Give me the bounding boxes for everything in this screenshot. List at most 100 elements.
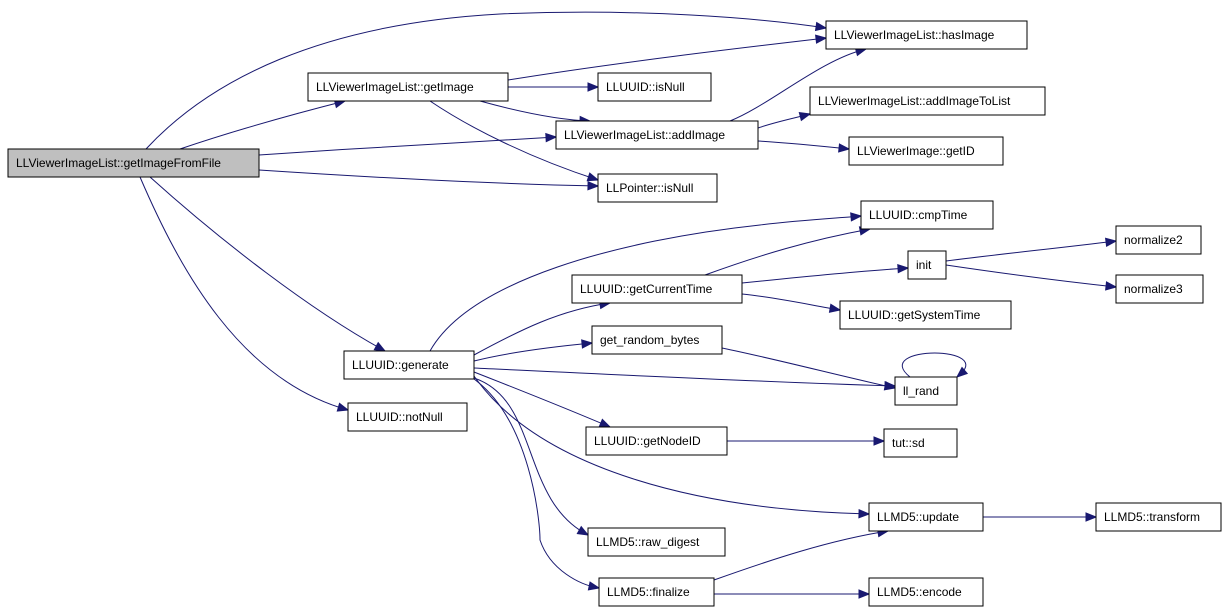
arrowhead-llrand-to-llrand xyxy=(955,366,969,378)
node-label-generate: LLUUID::generate xyxy=(352,358,449,372)
arrowhead-addimage-to-addimagetolist xyxy=(798,112,812,122)
node-box-get-node-id xyxy=(585,426,728,456)
node-raw-digest[interactable]: LLMD5::raw_digest xyxy=(587,527,726,557)
edge-generate-to-cmptime xyxy=(429,215,862,352)
node-box-has-image xyxy=(825,20,1028,50)
node-label-get-image: LLViewerImageList::getImage xyxy=(316,80,474,94)
edge-generate-to-llrand xyxy=(473,367,896,387)
edge-getimagefromfile-to-hasimage xyxy=(145,11,827,150)
node-label-get-image-from-file: LLViewerImageList::getImageFromFile xyxy=(16,156,221,170)
node-label-add-image: LLViewerImageList::addImage xyxy=(564,128,725,142)
node-layer: LLViewerImageList::getImageFromFile LLVie… xyxy=(7,20,1222,607)
node-box-normalize3 xyxy=(1115,274,1204,304)
node-transform[interactable]: LLMD5::transform xyxy=(1095,502,1222,532)
arrowhead-addimage-to-getid xyxy=(838,143,851,153)
node-label-normalize3: normalize3 xyxy=(1124,282,1183,296)
arrowhead-getimagefromfile-to-addimage xyxy=(545,132,558,143)
node-normalize3[interactable]: normalize3 xyxy=(1115,274,1204,304)
node-add-image-to-list[interactable]: LLViewerImageList::addImageToList xyxy=(809,86,1046,116)
edge-getimage-to-hasimage xyxy=(507,37,827,81)
node-init[interactable]: init xyxy=(907,250,947,280)
edge-getimage-to-ptrisnull xyxy=(429,100,599,181)
node-box-transform xyxy=(1095,502,1222,532)
edge-addimage-to-getid xyxy=(757,140,850,150)
node-label-not-null: LLUUID::notNull xyxy=(356,410,443,424)
arrowhead-generate-to-cmptime xyxy=(850,212,863,222)
node-label-get-current-time: LLUUID::getCurrentTime xyxy=(580,282,713,296)
node-get-id[interactable]: LLViewerImage::getID xyxy=(848,136,1004,166)
node-box-finalize xyxy=(598,577,715,607)
arrowhead-finalize-to-encode xyxy=(858,589,871,599)
node-not-null[interactable]: LLUUID::notNull xyxy=(347,402,468,432)
node-box-ll-rand xyxy=(894,376,958,406)
node-get-node-id[interactable]: LLUUID::getNodeID xyxy=(585,426,728,456)
edge-addimage-to-hasimage xyxy=(729,48,867,122)
node-has-image[interactable]: LLViewerImageList::hasImage xyxy=(825,20,1028,50)
arrowhead-init-to-normalize2 xyxy=(1104,237,1118,247)
node-label-update: LLMD5::update xyxy=(877,510,959,524)
node-box-init xyxy=(907,250,947,280)
node-label-ll-rand: ll_rand xyxy=(903,384,939,398)
node-ptr-is-null[interactable]: LLPointer::isNull xyxy=(597,173,718,203)
node-get-system-time[interactable]: LLUUID::getSystemTime xyxy=(839,300,1012,330)
node-encode[interactable]: LLMD5::encode xyxy=(868,577,984,607)
node-tut-sd[interactable]: tut::sd xyxy=(883,428,958,458)
node-is-null-uuid[interactable]: LLUUID::isNull xyxy=(597,72,712,102)
edge-getimagefromfile-to-notnull xyxy=(139,176,349,411)
node-box-ptr-is-null xyxy=(597,173,718,203)
node-update[interactable]: LLMD5::update xyxy=(868,502,984,532)
node-ll-rand[interactable]: ll_rand xyxy=(894,376,958,406)
edge-generate-to-rawdigest xyxy=(473,377,589,536)
node-finalize[interactable]: LLMD5::finalize xyxy=(598,577,715,607)
node-label-add-image-to-list: LLViewerImageList::addImageToList xyxy=(818,94,1011,108)
node-get-current-time[interactable]: LLUUID::getCurrentTime xyxy=(571,274,743,304)
node-label-finalize: LLMD5::finalize xyxy=(607,585,690,599)
edge-getimage-to-addimage xyxy=(479,100,591,122)
arrowhead-generate-to-rawdigest xyxy=(576,525,590,536)
edge-init-to-normalize2 xyxy=(945,240,1117,262)
arrowhead-getcurrenttime-to-init xyxy=(897,263,910,274)
arrowhead-generate-to-getnodeid xyxy=(598,418,612,428)
node-box-not-null xyxy=(347,402,468,432)
edge-layer xyxy=(139,11,1118,599)
arrowhead-generate-to-update xyxy=(858,508,871,519)
node-label-get-system-time: LLUUID::getSystemTime xyxy=(848,308,981,322)
node-cmp-time[interactable]: LLUUID::cmpTime xyxy=(860,200,994,230)
edge-init-to-normalize3 xyxy=(945,264,1117,288)
node-label-tut-sd: tut::sd xyxy=(892,436,925,450)
node-add-image[interactable]: LLViewerImageList::addImage xyxy=(555,120,759,150)
node-label-init: init xyxy=(916,258,932,272)
arrowhead-getimagefromfile-to-hasimage xyxy=(814,21,828,32)
node-box-is-null-uuid xyxy=(597,72,712,102)
node-box-normalize2 xyxy=(1115,225,1202,255)
node-box-encode xyxy=(868,577,984,607)
edge-getimagefromfile-to-getimage xyxy=(179,100,346,150)
node-box-add-image-to-list xyxy=(809,86,1046,116)
node-box-tut-sd xyxy=(883,428,958,458)
edge-getcurrenttime-to-cmptime xyxy=(704,228,871,276)
arrowhead-generate-to-getrandombytes xyxy=(581,339,594,349)
node-label-transform: LLMD5::transform xyxy=(1104,510,1200,524)
node-box-raw-digest xyxy=(587,527,726,557)
node-get-random-bytes[interactable]: get_random_bytes xyxy=(591,325,723,355)
node-box-update xyxy=(868,502,984,532)
arrowhead-generate-to-finalize xyxy=(587,581,601,591)
node-box-get-image xyxy=(307,72,509,102)
arrowhead-getimage-to-hasimage xyxy=(815,34,828,44)
node-normalize2[interactable]: normalize2 xyxy=(1115,225,1202,255)
edge-generate-to-getrandombytes xyxy=(473,342,593,362)
arrowhead-getimage-to-isnulluuid xyxy=(587,82,600,92)
edge-getcurrenttime-to-getsystemtime xyxy=(741,293,841,311)
edge-generate-to-getcurrenttime xyxy=(473,302,611,356)
node-box-get-image-from-file xyxy=(7,148,260,178)
arrowhead-getnodeid-to-tutsd xyxy=(873,436,886,446)
arrowhead-getimage-to-ptrisnull xyxy=(586,172,600,182)
edge-finalize-to-update xyxy=(713,530,889,581)
node-generate[interactable]: LLUUID::generate xyxy=(343,350,475,380)
node-get-image-from-file[interactable]: LLViewerImageList::getImageFromFile xyxy=(7,148,260,178)
node-label-encode: LLMD5::encode xyxy=(877,585,962,599)
node-get-image[interactable]: LLViewerImageList::getImage xyxy=(307,72,509,102)
arrowhead-getcurrenttime-to-getsystemtime xyxy=(828,303,842,313)
edge-getcurrenttime-to-init xyxy=(741,267,909,284)
arrowhead-getimagefromfile-to-generate xyxy=(373,341,387,352)
